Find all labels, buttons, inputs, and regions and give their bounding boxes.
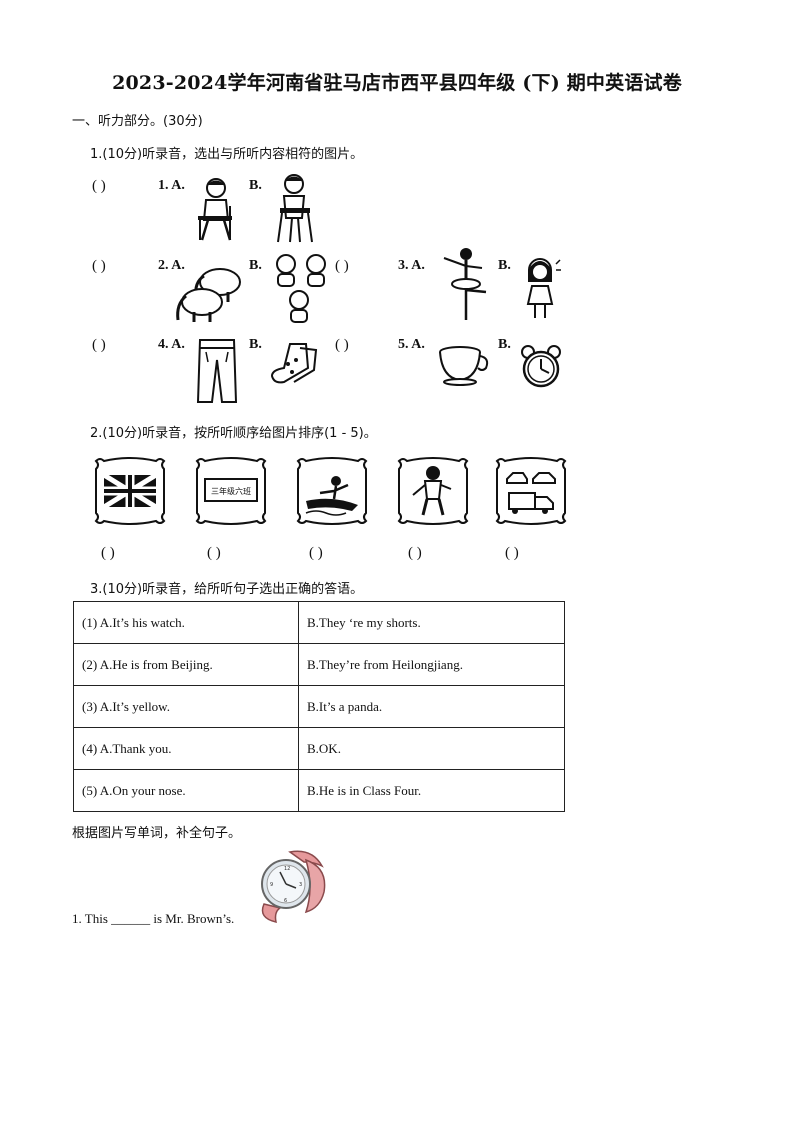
table-row: (3) A.It’s yellow. B.It’s a panda. bbox=[73, 685, 565, 728]
option-a: (3) A.It’s yellow. bbox=[73, 685, 299, 728]
picture-frame-class-sign: 三年级六班 bbox=[195, 457, 267, 525]
class-sign-text: 三年级六班 bbox=[211, 486, 251, 496]
table-row: (2) A.He is from Beijing. B.They’re from… bbox=[73, 643, 565, 686]
answer-blank: ( ) bbox=[92, 258, 106, 274]
watch-image: 12 3 6 9 bbox=[261, 850, 326, 923]
q1-item5-label: 5. A. bbox=[398, 337, 425, 352]
picture-frame-toy-cars bbox=[495, 457, 567, 525]
table-row: (1) A.It’s his watch. B.They ‘re my shor… bbox=[73, 601, 565, 644]
table-row: (5) A.On your nose. B.He is in Class Fou… bbox=[73, 769, 565, 812]
svg-text:6: 6 bbox=[284, 898, 287, 904]
q2-stem: 2.(10分)听录音，按所听顺序给图片排序(1 - 5)。 bbox=[90, 426, 377, 441]
q3-stem: 3.(10分)听录音，给所听句子选出正确的答语。 bbox=[90, 582, 364, 597]
answer-blank: ( ) bbox=[408, 545, 422, 561]
option-b: B.It’s a panda. bbox=[298, 685, 565, 728]
picture-frame-boat bbox=[296, 457, 368, 525]
svg-text:3: 3 bbox=[299, 882, 302, 888]
answer-options-table: (1) A.It’s his watch. B.They ‘re my shor… bbox=[73, 601, 565, 812]
answer-blank: ( ) bbox=[335, 258, 349, 274]
answer-blank: ( ) bbox=[207, 545, 221, 561]
trousers-image bbox=[196, 339, 238, 403]
option-a: (1) A.It’s his watch. bbox=[73, 601, 299, 644]
picture-frame-monkey-king bbox=[397, 457, 469, 525]
q1-item3-b-label: B. bbox=[498, 258, 511, 273]
answer-blank: ( ) bbox=[92, 178, 106, 194]
q1-item2-label: 2. A. bbox=[158, 258, 185, 273]
fill-sentence-1: 1. This ______ is Mr. Brown’s. bbox=[72, 911, 235, 926]
socks-image bbox=[270, 343, 318, 384]
q1-item1-b-label: B. bbox=[249, 178, 262, 193]
option-a: (5) A.On your nose. bbox=[73, 769, 299, 812]
section-writing-heading: 根据图片写单词，补全句子。 bbox=[72, 826, 242, 841]
elephants-image bbox=[176, 268, 241, 322]
alarm-clock-image bbox=[521, 345, 561, 388]
cup-image bbox=[439, 346, 489, 386]
svg-text:12: 12 bbox=[284, 866, 290, 872]
q1-stem: 1.(10分)听录音，选出与所听内容相符的图片。 bbox=[90, 147, 364, 162]
option-b: B.He is in Class Four. bbox=[298, 769, 565, 812]
q1-item3-label: 3. A. bbox=[398, 258, 425, 273]
q1-item1-label: 1. A. bbox=[158, 178, 185, 193]
boy-standing-image bbox=[277, 174, 313, 243]
answer-blank: ( ) bbox=[335, 337, 349, 353]
dogs-image bbox=[276, 254, 326, 323]
q1-item5-b-label: B. bbox=[498, 337, 511, 352]
option-b: B.They ‘re my shorts. bbox=[298, 601, 565, 644]
answer-blank: ( ) bbox=[309, 545, 323, 561]
ballet-dancer-image bbox=[443, 248, 487, 320]
page-title: 2023-2024学年河南省驻马店市西平县四年级 (下) 期中英语试卷 bbox=[112, 72, 682, 94]
girl-image bbox=[526, 258, 561, 318]
option-b: B.OK. bbox=[298, 727, 565, 770]
svg-text:9: 9 bbox=[270, 882, 273, 888]
q1-item4-label: 4. A. bbox=[158, 337, 185, 352]
answer-blank: ( ) bbox=[92, 337, 106, 353]
q1-item2-b-label: B. bbox=[249, 258, 262, 273]
option-b: B.They’re from Heilongjiang. bbox=[298, 643, 565, 686]
answer-blank: ( ) bbox=[505, 545, 519, 561]
picture-frame-uk-flag bbox=[94, 457, 166, 525]
section-listening-heading: 一、听力部分。(30分) bbox=[72, 114, 203, 129]
q1-item4-b-label: B. bbox=[249, 337, 262, 352]
option-a: (4) A.Thank you. bbox=[73, 727, 299, 770]
answer-blank: ( ) bbox=[101, 545, 115, 561]
boy-sitting-image bbox=[198, 178, 232, 241]
option-a: (2) A.He is from Beijing. bbox=[73, 643, 299, 686]
table-row: (4) A.Thank you. B.OK. bbox=[73, 727, 565, 770]
